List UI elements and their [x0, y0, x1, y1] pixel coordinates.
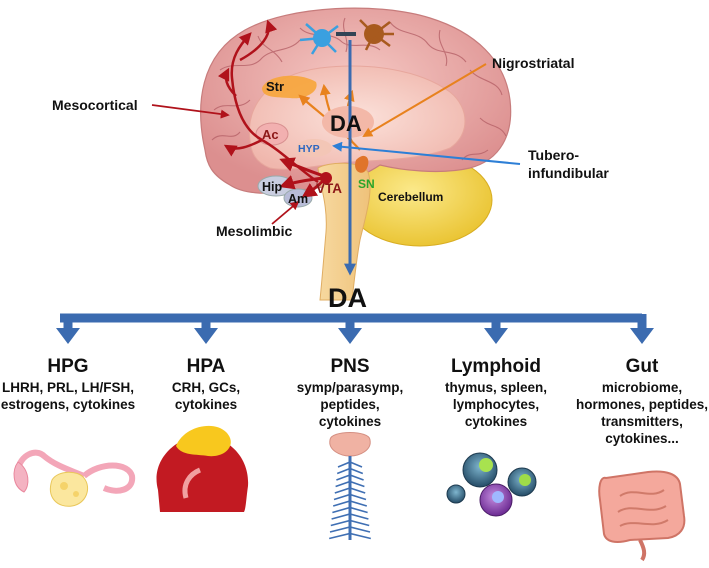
spinal-cord-icon	[329, 432, 371, 540]
target-detail-gut: hormones, peptides,	[576, 397, 708, 412]
intestine-icon	[598, 470, 686, 562]
label-mesocortical: Mesocortical	[52, 97, 138, 113]
vta-node	[320, 172, 332, 184]
target-detail-gut: cytokines...	[605, 431, 679, 446]
target-title-lymphoid: Lymphoid	[451, 356, 541, 377]
da-center-region	[322, 106, 374, 138]
target-detail-pns: symp/parasymp,	[297, 380, 404, 395]
label-da-brain: DA	[330, 111, 362, 136]
drop-arrowhead-hpg	[56, 328, 80, 344]
target-detail-lymphoid: lymphocytes,	[453, 397, 539, 412]
drop-arrowhead-pns	[338, 328, 362, 344]
target-detail-pns: peptides,	[320, 397, 379, 412]
label-sn: SN	[358, 177, 375, 191]
adrenal-kidney-icon	[156, 425, 249, 512]
hyp-region	[296, 139, 332, 157]
distribution-drops	[56, 314, 654, 344]
target-detail-lymphoid: cytokines	[465, 414, 527, 429]
label-cerebellum: Cerebellum	[378, 190, 443, 204]
mesolimbic-pointer	[271, 200, 300, 225]
label-hyp: HYP	[298, 143, 320, 155]
brainstem-shape	[317, 162, 371, 301]
ovary-uterus-icon	[13, 449, 136, 507]
nigrostriatal-pointer	[362, 63, 487, 138]
target-detail-hpa: CRH, GCs,	[172, 380, 240, 395]
label-vta: VTA	[316, 181, 342, 196]
target-title-hpa: HPA	[187, 356, 226, 377]
target-detail-pns: cytokines	[319, 414, 381, 429]
target-detail-hpg: LHRH, PRL, LH/FSH,	[2, 380, 134, 395]
mesocortical-pointer	[151, 104, 230, 119]
label-mesolimbic: Mesolimbic	[216, 223, 292, 239]
target-detail-gut: microbiome,	[602, 380, 682, 395]
target-systems: HPG LHRH, PRL, LH/FSH, estrogens, cytokine…	[1, 356, 708, 446]
label-ac: Ac	[262, 127, 279, 142]
drop-arrowhead-lymphoid	[484, 328, 508, 344]
label-str: Str	[266, 79, 284, 94]
target-title-gut: Gut	[626, 356, 659, 377]
label-am: Am	[288, 192, 308, 206]
sn-region	[355, 155, 369, 173]
target-title-pns: PNS	[330, 356, 369, 377]
target-detail-hpa: cytokines	[175, 397, 237, 412]
neuron-cluster-icon	[299, 19, 394, 55]
label-nigrostriatal: Nigrostriatal	[492, 55, 574, 71]
drop-arrowhead-gut	[630, 328, 654, 344]
striatum-shape	[262, 75, 317, 99]
tubero-pointer	[332, 141, 521, 165]
label-tubero-line1: Tubero-	[528, 147, 579, 163]
hub-da-label: DA	[328, 283, 367, 313]
label-hip: Hip	[262, 180, 283, 194]
brain-illustration	[200, 7, 512, 301]
drop-arrowhead-hpa	[194, 328, 218, 344]
target-title-hpg: HPG	[47, 356, 88, 377]
label-tubero-line2: infundibular	[528, 165, 609, 181]
lymphocytes-icon	[446, 452, 537, 517]
target-detail-hpg: estrogens, cytokines	[1, 397, 135, 412]
target-detail-lymphoid: thymus, spleen,	[445, 380, 547, 395]
target-detail-gut: transmitters,	[601, 414, 683, 429]
